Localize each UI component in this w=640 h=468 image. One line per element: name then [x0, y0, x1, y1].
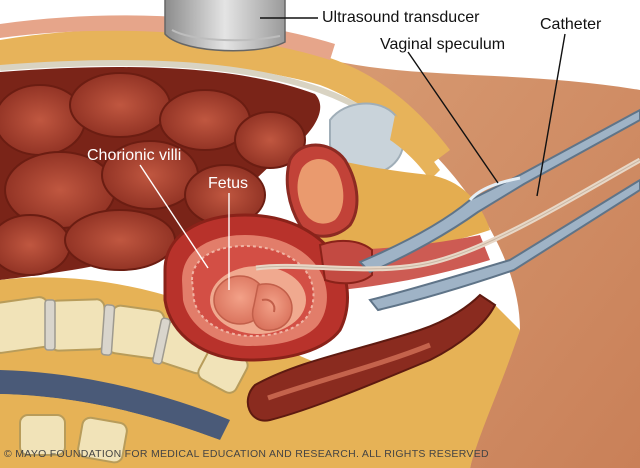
leader-lines	[260, 17, 566, 197]
speculum-shape	[358, 108, 640, 312]
abdominal-wall	[0, 29, 450, 165]
bowel-loops	[0, 72, 306, 276]
label-fetus: Fetus	[208, 175, 249, 192]
fetus-shape	[213, 275, 293, 331]
label-vaginal-speculum: Vaginal speculum	[380, 36, 506, 53]
label-chorionic-villi: Chorionic villi	[87, 147, 182, 164]
transducer-shape	[164, 0, 286, 52]
label-ultrasound-transducer: Ultrasound transducer	[322, 9, 480, 26]
cervix	[318, 239, 373, 285]
label-catheter: Catheter	[540, 16, 602, 33]
rectum	[246, 293, 497, 422]
copyright-notice: © MAYO FOUNDATION FOR MEDICAL EDUCATION …	[4, 448, 489, 460]
